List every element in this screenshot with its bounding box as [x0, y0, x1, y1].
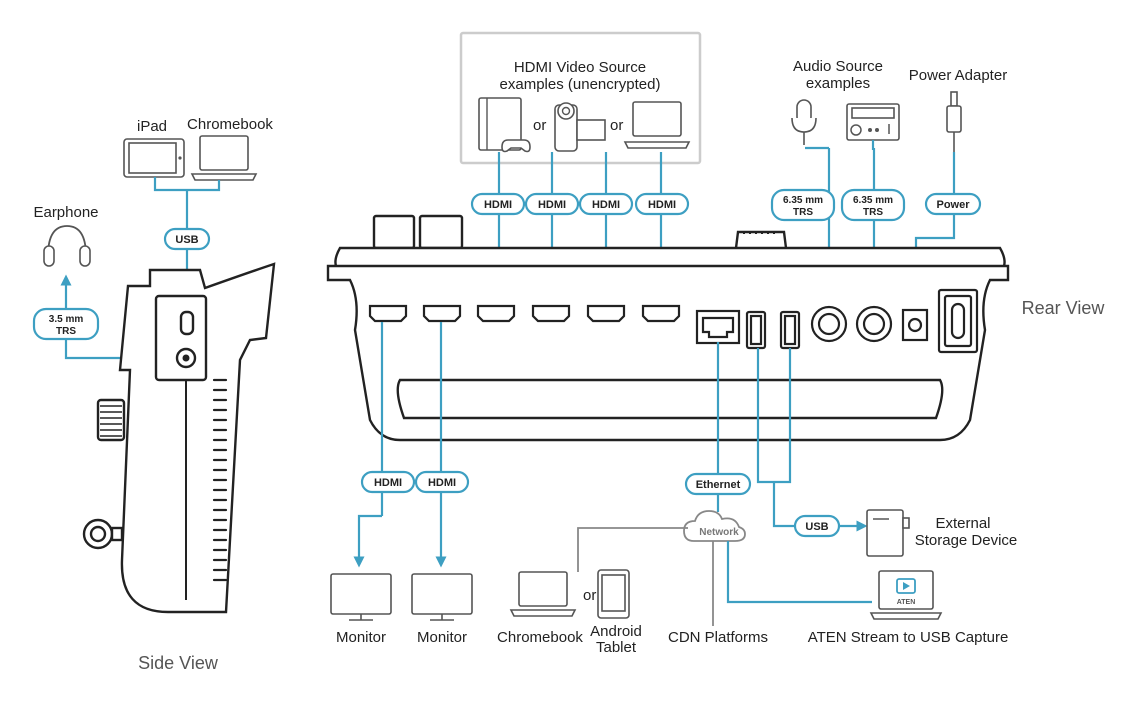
hdmi-in-port-2: [531, 304, 571, 323]
monitor-label-2: Monitor: [417, 629, 467, 646]
network-label: Network: [699, 527, 739, 538]
hdmi-in-port-3: [586, 304, 626, 323]
audio-jack-1: [810, 305, 848, 343]
hdmi-out-port-1: [368, 304, 408, 323]
network-cloud-icon: Network: [683, 510, 746, 542]
monitor-icon-2: [411, 573, 473, 621]
tablet-label: Tablet: [596, 639, 637, 656]
aten-logo: ATEN: [897, 599, 916, 606]
laptop-icon: [623, 101, 691, 149]
ipad-icon: [123, 138, 185, 178]
hdmi-in-port-1: [476, 304, 516, 323]
ipad-label: iPad: [137, 118, 167, 135]
hdmi-in-port-4: [641, 304, 681, 323]
chromebook-top-label: Chromebook: [187, 116, 273, 133]
hdmi-source-subtitle: examples (unencrypted): [500, 76, 661, 93]
hdmi-badge-in-4: HDMI: [634, 192, 690, 216]
svg-text:6.35 mm: 6.35 mm: [853, 195, 893, 206]
audio-source-title: Audio Source: [793, 58, 883, 75]
ethernet-badge: Ethernet: [684, 472, 752, 496]
hdmi-badge-in-3: HDMI: [578, 192, 634, 216]
usb-port-1: [745, 310, 767, 350]
trs-badge-635-1: 6.35 mm TRS: [770, 188, 836, 222]
trs-badge-635-2: 6.35 mm TRS: [840, 188, 906, 222]
or-label-3: or: [583, 587, 596, 604]
svg-text:3.5 mm: 3.5 mm: [49, 314, 84, 325]
aten-capture-label: ATEN Stream to USB Capture: [808, 629, 1009, 646]
power-badge: Power: [924, 192, 982, 216]
svg-text:Ethernet: Ethernet: [696, 479, 741, 491]
side-view-label: Side View: [138, 653, 219, 673]
hdmi-badge-in-2: HDMI: [524, 192, 580, 216]
svg-text:USB: USB: [805, 521, 828, 533]
audio-mixer-icon: [846, 103, 900, 141]
svg-text:TRS: TRS: [56, 326, 76, 337]
svg-text:TRS: TRS: [793, 207, 813, 218]
svg-text:TRS: TRS: [863, 207, 883, 218]
usb-badge-side: USB: [163, 227, 211, 251]
monitor-label-1: Monitor: [336, 629, 386, 646]
cdn-label: CDN Platforms: [668, 629, 768, 646]
svg-text:HDMI: HDMI: [648, 199, 676, 211]
aten-capture-icon: ATEN: [869, 570, 943, 620]
ethernet-port: [695, 309, 741, 345]
earphone-label: Earphone: [33, 204, 98, 221]
chromebook-bottom-label: Chromebook: [497, 629, 583, 646]
storage-label: Storage Device: [915, 532, 1018, 549]
svg-text:HDMI: HDMI: [538, 199, 566, 211]
svg-text:HDMI: HDMI: [374, 477, 402, 489]
hdmi-out-port-2: [422, 304, 462, 323]
hdmi-badge-out-2: HDMI: [414, 470, 470, 494]
chromebook-top-icon: [190, 135, 258, 181]
svg-text:HDMI: HDMI: [592, 199, 620, 211]
external-storage-icon: [866, 509, 910, 557]
audio-jack-2: [855, 305, 893, 343]
svg-text:Power: Power: [936, 199, 970, 211]
usb-port-2: [779, 310, 801, 350]
side-device-body: [82, 262, 276, 614]
rear-view-label: Rear View: [1022, 298, 1106, 318]
hdmi-badge-in-1: HDMI: [470, 192, 526, 216]
trs-badge-35: 3.5 mm TRS: [32, 307, 100, 341]
power-plug-icon: [946, 91, 962, 152]
power-adapter-title: Power Adapter: [909, 67, 1007, 84]
game-console-icon: [478, 97, 531, 153]
headphones-icon: [43, 225, 91, 267]
or-label-2: or: [610, 117, 623, 134]
svg-text:USB: USB: [175, 234, 198, 246]
chromebook-bottom-icon: [509, 571, 577, 617]
svg-text:HDMI: HDMI: [484, 199, 512, 211]
hdmi-badge-out-1: HDMI: [360, 470, 416, 494]
usb-badge-storage: USB: [793, 514, 841, 538]
external-label: External: [935, 515, 990, 532]
android-label: Android: [590, 623, 642, 640]
android-tablet-icon: [597, 569, 630, 619]
camcorder-icon: [554, 102, 606, 152]
or-label-1: or: [533, 117, 546, 134]
power-switch: [937, 288, 979, 354]
microphone-icon: [791, 99, 817, 145]
audio-source-subtitle: examples: [806, 75, 870, 92]
svg-text:HDMI: HDMI: [428, 477, 456, 489]
monitor-icon-1: [330, 573, 392, 621]
hdmi-source-title: HDMI Video Source: [514, 59, 646, 76]
svg-text:6.35 mm: 6.35 mm: [783, 195, 823, 206]
dc-power-port: [901, 308, 929, 342]
